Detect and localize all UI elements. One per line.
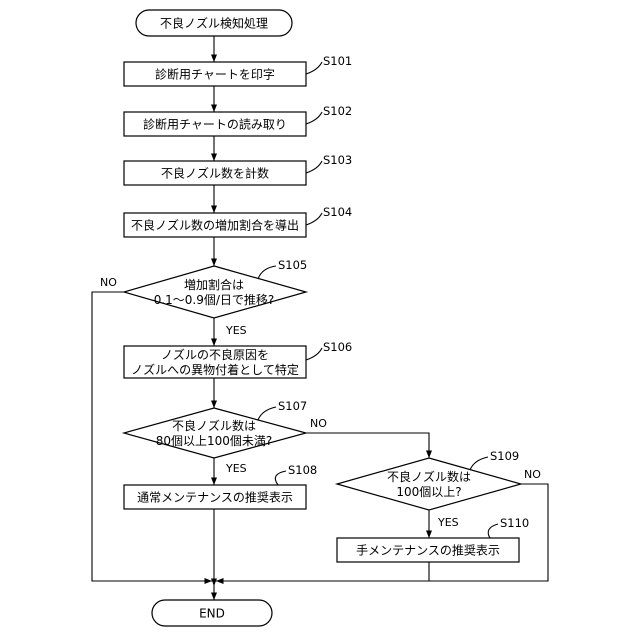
step-id-s109: S109 xyxy=(490,449,519,463)
process-s102: 診断用チャートの読み取り S102 xyxy=(124,104,352,136)
step-id-s110: S110 xyxy=(500,516,529,530)
decision-s105-label-line1: 増加割合は xyxy=(184,277,244,292)
step-id-s106: S106 xyxy=(323,340,352,354)
process-s101: 診断用チャートを印字 S101 xyxy=(124,54,352,86)
process-s108: 通常メンテナンスの推奨表示 S108 xyxy=(124,463,317,509)
branch-label-s105-no: NO xyxy=(100,276,117,289)
process-s110: 手メンテナンスの推奨表示 S110 xyxy=(337,516,529,562)
process-s108-label: 通常メンテナンスの推奨表示 xyxy=(137,491,293,505)
step-id-leader-s103 xyxy=(306,161,322,173)
end-terminal: END xyxy=(152,600,272,626)
process-s106-label-line2: ノズルへの異物付着として特定 xyxy=(131,362,299,377)
decision-s105: 増加割合は 0.1～0.9個/日で推移? S105 xyxy=(124,258,307,318)
step-id-s103: S103 xyxy=(323,153,352,167)
start-terminal-label: 不良ノズル検知処理 xyxy=(160,16,268,31)
step-id-leader-s107 xyxy=(258,407,276,420)
step-id-s107: S107 xyxy=(278,399,307,413)
arrow-s110-to-merge xyxy=(216,562,429,581)
branch-label-s109-yes: YES xyxy=(437,516,459,529)
process-s110-label: 手メンテナンスの推奨表示 xyxy=(356,544,500,558)
step-id-s104: S104 xyxy=(323,205,352,219)
branch-label-s105-yes: YES xyxy=(225,324,247,337)
step-id-leader-s105 xyxy=(258,266,276,279)
process-s103: 不良ノズル数を計数 S103 xyxy=(124,153,352,185)
step-id-leader-s109 xyxy=(470,457,488,470)
step-id-s105: S105 xyxy=(278,258,307,272)
process-s106: ノズルの不良原因を ノズルへの異物付着として特定 S106 xyxy=(124,340,352,378)
step-id-s102: S102 xyxy=(323,104,352,118)
branch-label-s107-yes: YES xyxy=(225,462,247,475)
decision-s107: 不良ノズル数は 80個以上100個未満? S107 xyxy=(124,399,307,458)
step-id-leader-s104 xyxy=(306,213,322,225)
decision-s105-label-line2: 0.1～0.9個/日で推移? xyxy=(154,293,275,307)
branch-label-s109-no: NO xyxy=(524,468,541,481)
decision-s107-label-line2: 80個以上100個未満? xyxy=(156,434,273,448)
process-s104: 不良ノズル数の増加割合を導出 S104 xyxy=(124,205,352,237)
step-id-leader-s101 xyxy=(306,62,322,74)
step-id-leader-s110 xyxy=(488,524,498,538)
decision-s109-label-line2: 100個以上? xyxy=(396,485,461,499)
process-s103-label: 不良ノズル数を計数 xyxy=(161,166,269,181)
decision-s109: 不良ノズル数は 100個以上? S109 xyxy=(337,449,521,510)
step-id-leader-s102 xyxy=(306,112,322,124)
end-terminal-label: END xyxy=(199,607,225,621)
start-terminal: 不良ノズル検知処理 xyxy=(136,10,292,36)
arrow-s107-no-to-s109 xyxy=(306,433,429,458)
decision-s107-label-line1: 不良ノズル数は xyxy=(172,418,256,433)
step-id-leader-s106 xyxy=(306,348,322,360)
process-s101-label: 診断用チャートを印字 xyxy=(155,67,275,82)
step-id-s108: S108 xyxy=(288,463,317,477)
branch-label-s107-no: NO xyxy=(310,417,327,430)
process-s106-label-line1: ノズルの不良原因を xyxy=(161,347,269,362)
process-s102-label: 診断用チャートの読み取り xyxy=(143,117,287,132)
step-id-leader-s108 xyxy=(275,471,286,485)
process-s104-label: 不良ノズル数の増加割合を導出 xyxy=(131,218,299,233)
step-id-s101: S101 xyxy=(323,54,352,68)
decision-s109-label-line1: 不良ノズル数は xyxy=(387,469,471,484)
